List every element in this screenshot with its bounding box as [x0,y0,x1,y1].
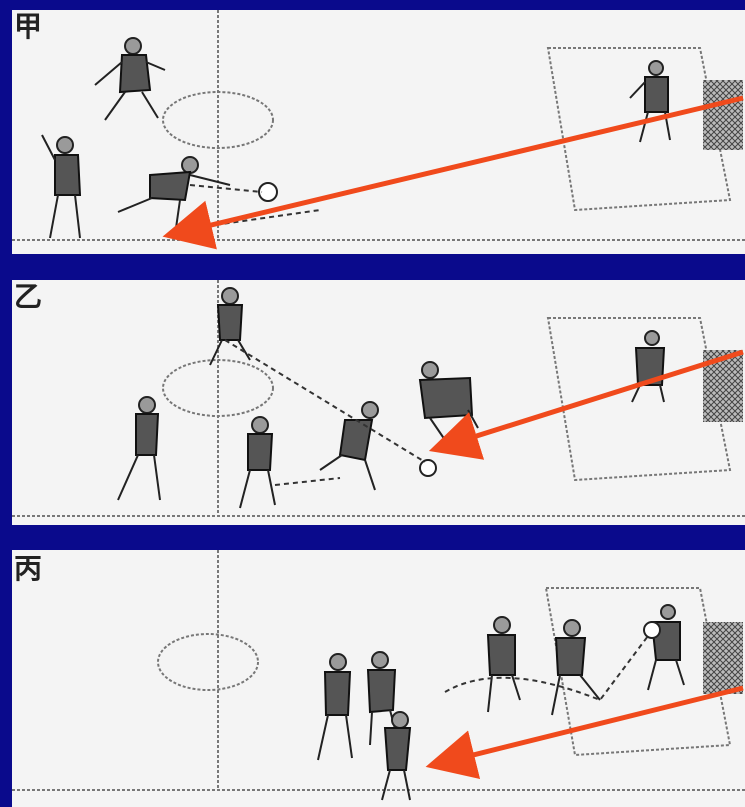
panel-1-label: 甲 [14,10,42,43]
ball-icon [420,460,436,476]
goal-net-icon [703,622,743,694]
ball-icon [644,622,660,638]
panel-1: 甲 [12,10,745,254]
panel-2-label: 乙 [14,280,42,313]
panel-3-label: 丙 [14,552,42,585]
goal-net-icon [703,80,743,150]
panel-2-background [12,280,745,525]
panel-1-background [12,10,745,254]
panel-2: 乙 [12,280,745,525]
panel-3: 丙 [12,550,745,807]
